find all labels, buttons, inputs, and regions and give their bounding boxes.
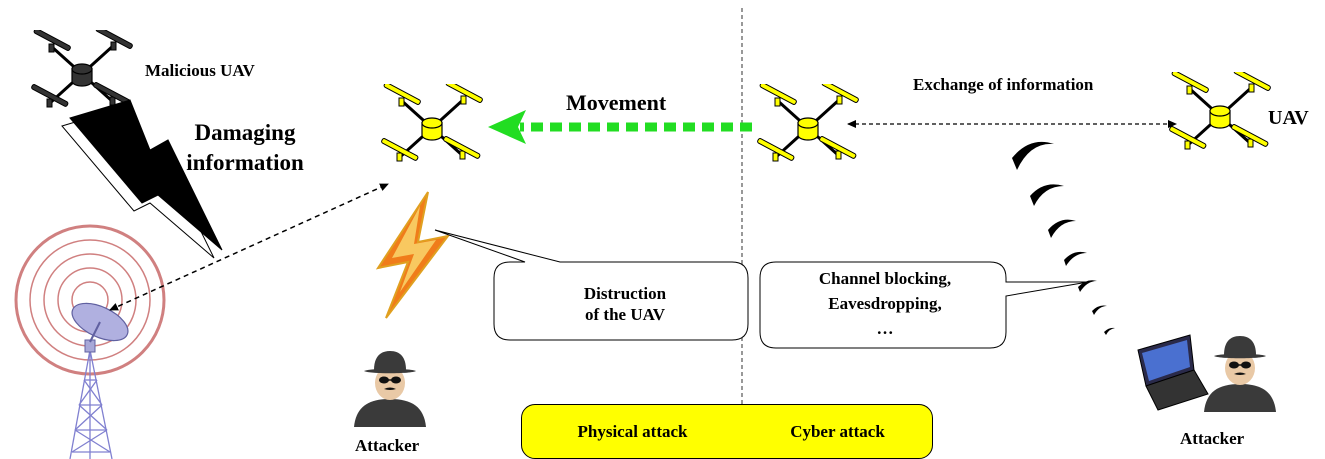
laptop-icon — [1137, 334, 1209, 411]
cyber-bubble-text: Channel blocking, Eavesdropping, … — [770, 266, 1000, 341]
movement-arrowhead — [488, 110, 526, 144]
uav-icon — [1167, 72, 1273, 151]
cyber-bubble-line: Channel blocking, — [818, 269, 952, 288]
physical-bubble-line: Distruction — [583, 284, 667, 303]
cyber-attack-label: Cyber attack — [790, 421, 885, 441]
malicious-uav-label: Malicious UAV — [145, 61, 255, 80]
cyber-uav-icon — [755, 84, 861, 163]
damaging-label-line1: Damaging — [194, 120, 296, 145]
eavesdrop-signal-icon — [1012, 141, 1115, 335]
physical-attack-label: Physical attack — [577, 421, 688, 441]
cyber-bubble-line: Eavesdropping, — [828, 294, 942, 313]
exchange-label: Exchange of information — [913, 75, 1094, 94]
attack-type-box: Physical attack Cyber attack — [521, 404, 933, 459]
malicious-uav-icon — [29, 30, 135, 109]
physical-bubble-line: of the UAV — [585, 305, 665, 324]
attacker-left-label: Attacker — [355, 436, 420, 455]
attacker-left-icon — [353, 350, 427, 427]
attacker-right-label: Attacker — [1180, 429, 1245, 448]
ground-link-arrow — [109, 183, 389, 311]
cyber-bubble — [759, 261, 1089, 349]
attacker-right-icon — [1203, 335, 1277, 413]
physical-bubble — [434, 229, 749, 341]
antenna-tower-icon — [69, 349, 113, 459]
target-uav-icon — [379, 84, 485, 163]
orange-lightning-inner-icon — [392, 206, 436, 292]
physical-bubble-text: Distruction of the UAV — [520, 283, 730, 325]
cyber-bubble-line: … — [876, 319, 894, 338]
orange-lightning-icon — [375, 191, 451, 319]
uav-label: UAV — [1268, 107, 1309, 129]
damaging-label-line2: information — [186, 150, 304, 175]
satellite-dish-icon — [71, 302, 129, 353]
movement-label: Movement — [566, 90, 667, 115]
